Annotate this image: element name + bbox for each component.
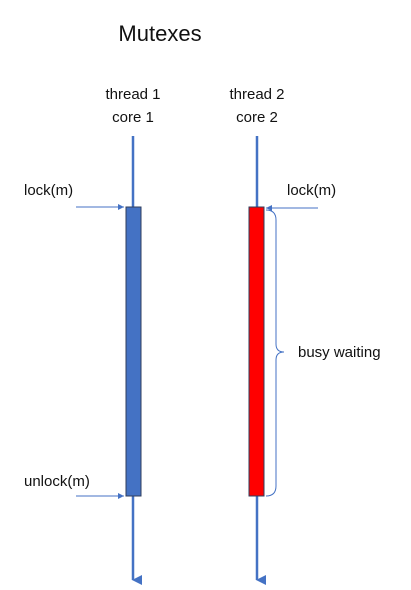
thread-2-busy-wait-bar xyxy=(248,206,265,497)
thread-2-lock-label: lock(m) xyxy=(287,182,336,199)
core-1-label: core 1 xyxy=(112,109,154,126)
diagram-title: Mutexes xyxy=(118,21,201,46)
thread-2-label: thread 2 xyxy=(229,86,284,103)
busy-waiting-label: busy waiting xyxy=(298,344,381,361)
busy-waiting-brace xyxy=(265,209,285,497)
thread-1-critical-section-bar xyxy=(125,206,142,497)
thread-1-label: thread 1 xyxy=(105,86,160,103)
thread-1-unlock-label: unlock(m) xyxy=(24,473,90,490)
core-2-label: core 2 xyxy=(236,109,278,126)
thread-1-lock-label: lock(m) xyxy=(24,182,73,199)
